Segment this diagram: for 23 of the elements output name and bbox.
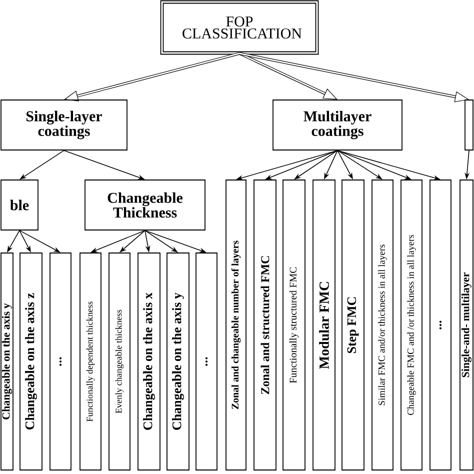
category-box: Single-layer coatings <box>0 100 128 150</box>
category-box: ble <box>0 180 38 230</box>
category-box: Multilayer coatings <box>272 100 402 150</box>
subcategory-box: ... <box>196 252 218 470</box>
category-box <box>464 100 474 150</box>
subcategory-box: Changeable FMC and /or thickness in all layers <box>400 180 422 470</box>
subcategory-box: Changeable on the axis z <box>20 252 42 470</box>
subcategory-box: Functionally structured FMC <box>282 180 306 470</box>
subcategory-box: Single-and- multilayer <box>460 180 474 470</box>
subcategory-box: Evenly changeable thickness <box>108 252 130 470</box>
subcategory-box: Changeable on the axis y <box>166 252 190 470</box>
subcategory-box: Zonal and changeable number of layers <box>226 180 246 470</box>
subcategory-box: ... <box>50 252 72 470</box>
subcategory-box: Step FMC <box>342 180 364 470</box>
subcategory-box: Modular FMC <box>312 180 336 470</box>
title-box: FOP CLASSIFICATION <box>160 0 319 55</box>
subcategory-box: Changeable on the axis x <box>138 252 160 470</box>
subcategory-box: ... <box>430 180 452 470</box>
subcategory-box: Similar FMC and/or thickness in all layers <box>372 180 394 470</box>
subcategory-box: Functionally dependent thickness <box>80 252 102 470</box>
subcategory-box: Zonal and structured FMC <box>254 180 276 470</box>
category-box: Changeable Thickness <box>84 180 206 230</box>
subcategory-box: Changeable on the axis y <box>0 252 14 470</box>
